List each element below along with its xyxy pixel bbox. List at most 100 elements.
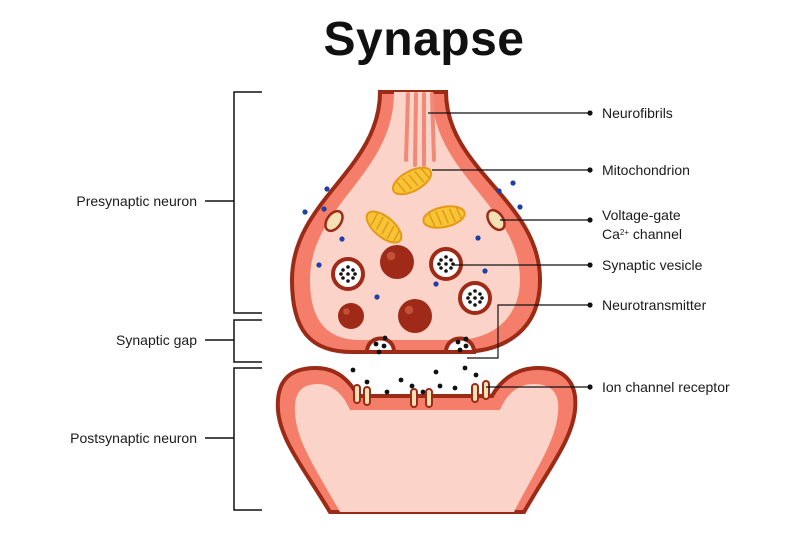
ca-channel-1 bbox=[324, 209, 344, 233]
neurotransmitter-dot bbox=[468, 292, 472, 296]
neurotransmitter-dot bbox=[341, 276, 345, 280]
neurotransmitter-dot bbox=[466, 296, 470, 300]
neurotransmitter bbox=[455, 339, 461, 345]
neurotransmitter-dot bbox=[480, 296, 484, 300]
neurotransmitter bbox=[384, 389, 390, 395]
postsynaptic-neuron bbox=[275, 365, 578, 514]
neurotransmitter-dot bbox=[346, 265, 350, 269]
neurotransmitter-dot bbox=[351, 276, 355, 280]
ion-channel-receptor bbox=[363, 386, 371, 406]
calcium-ion bbox=[496, 188, 502, 194]
neurotransmitter-dot bbox=[473, 289, 477, 293]
mitochondrion-crista bbox=[414, 171, 425, 183]
mitochondrion-crista bbox=[435, 211, 443, 225]
neurotransmitter bbox=[409, 383, 415, 389]
diagram-marks bbox=[302, 166, 523, 408]
ion-channel-receptor bbox=[425, 388, 433, 408]
vesicle-solid-3 bbox=[398, 299, 432, 333]
neurotransmitter-dot bbox=[346, 272, 350, 276]
mitochondrion-crista bbox=[448, 208, 456, 223]
neurotransmitter bbox=[463, 343, 469, 349]
label-postsynaptic-neuron: Postsynaptic neuron bbox=[70, 430, 197, 446]
neurotransmitter-dot bbox=[439, 266, 443, 270]
vesicle-solid-1 bbox=[380, 245, 414, 279]
calcium-ion bbox=[324, 186, 330, 192]
calcium-ion bbox=[339, 236, 345, 242]
calcium-ion bbox=[517, 204, 523, 210]
ion-channel-receptor bbox=[410, 388, 418, 408]
neurotransmitter bbox=[381, 343, 387, 349]
label-neurotransmitter: Neurotransmitter bbox=[602, 297, 707, 313]
neurotransmitter bbox=[473, 372, 479, 378]
calcium-ion bbox=[433, 281, 439, 287]
label-neurofibrils: Neurofibrils bbox=[602, 105, 673, 121]
ion-channel-receptor bbox=[482, 380, 490, 400]
neurotransmitter-dot bbox=[437, 262, 441, 266]
neurotransmitter bbox=[420, 389, 426, 395]
mitochondrion-crista bbox=[441, 209, 450, 224]
neurotransmitter bbox=[364, 379, 370, 385]
neurotransmitter bbox=[376, 349, 382, 355]
calcium-ion bbox=[482, 268, 488, 274]
mitochondrion-crista bbox=[420, 167, 431, 180]
left-brackets bbox=[205, 91, 262, 511]
mitochondrion-crista bbox=[375, 216, 384, 231]
label-ion-channel-receptor: Ion channel receptor bbox=[602, 379, 730, 395]
neurotransmitter-dot bbox=[346, 279, 350, 283]
neurotransmitter-dot bbox=[444, 255, 448, 259]
label-mitochondrion: Mitochondrion bbox=[602, 162, 690, 178]
neurotransmitter-dot bbox=[468, 300, 472, 304]
calcium-ion bbox=[302, 209, 308, 215]
mitochondrion-crista bbox=[391, 230, 400, 244]
neurotransmitter-dot bbox=[449, 258, 453, 262]
label-synaptic-gap: Synaptic gap bbox=[116, 332, 197, 348]
label-voltage-gate-line2: Ca2+ channel bbox=[602, 225, 682, 244]
calcium-ion bbox=[316, 262, 322, 268]
neurotransmitter-dot bbox=[439, 258, 443, 262]
neurotransmitter-dot bbox=[473, 296, 477, 300]
label-voltage-gate-ca-channel: Voltage-gate Ca2+ channel bbox=[602, 206, 682, 244]
mitochondrion-crista bbox=[395, 180, 407, 193]
neurotransmitter-dot bbox=[449, 266, 453, 270]
label-channel-text: channel bbox=[629, 226, 682, 242]
mitochondrion-crista bbox=[381, 221, 390, 235]
calcium-ion bbox=[321, 206, 327, 212]
ion-channel-receptor bbox=[353, 384, 361, 404]
neurotransmitter bbox=[462, 365, 468, 371]
mitochondrion-2 bbox=[365, 210, 403, 244]
mitochondrion-crista bbox=[370, 212, 379, 226]
neurotransmitter-dot bbox=[353, 272, 357, 276]
neurotransmitter-dot bbox=[478, 300, 482, 304]
neurotransmitter-dot bbox=[473, 303, 477, 307]
mitochondrion-crista bbox=[408, 174, 419, 187]
vesicle-solid-2 bbox=[338, 303, 364, 329]
label-ca-text: Ca bbox=[602, 226, 620, 242]
neurotransmitter bbox=[437, 383, 443, 389]
neurotransmitter-dot bbox=[444, 269, 448, 273]
diagram-title: Synapse bbox=[323, 13, 525, 66]
neurofibrils bbox=[404, 92, 436, 167]
label-presynaptic-neuron: Presynaptic neuron bbox=[76, 193, 197, 209]
mitochondrion-crista bbox=[386, 225, 395, 240]
neurotransmitter-dot bbox=[478, 292, 482, 296]
leader-lines-right bbox=[428, 110, 593, 390]
neurotransmitter-dot bbox=[339, 272, 343, 276]
label-synaptic-vesicle: Synaptic vesicle bbox=[602, 257, 703, 273]
neurotransmitter-dot bbox=[351, 268, 355, 272]
mitochondrion-crista bbox=[428, 212, 436, 227]
neurotransmitter bbox=[382, 335, 388, 341]
neurotransmitter-dot bbox=[444, 262, 448, 266]
label-voltage-gate-line1: Voltage-gate bbox=[602, 207, 681, 223]
label-ca-charge: 2+ bbox=[619, 228, 630, 237]
ca-channel-2 bbox=[486, 208, 506, 232]
mitochondrion-crista bbox=[455, 206, 463, 221]
neurotransmitter bbox=[373, 341, 379, 347]
vesicle-highlight bbox=[404, 305, 414, 315]
neurotransmitter bbox=[350, 367, 356, 373]
neurotransmitter bbox=[452, 385, 458, 391]
neurotransmitter bbox=[463, 336, 469, 342]
release-sites bbox=[364, 336, 477, 354]
vesicle-highlight bbox=[343, 308, 350, 315]
